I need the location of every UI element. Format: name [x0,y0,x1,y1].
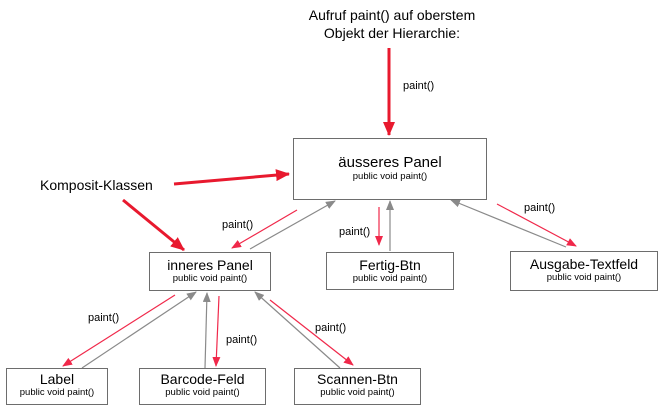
label-box[interactable]: Label public void paint() [6,368,108,405]
scan-button-name: Scannen-Btn [317,371,398,387]
inner-panel-method: public void paint() [172,273,248,285]
inner-to-scan-call [269,299,354,366]
scan-button-method: public void paint() [320,387,395,399]
inner-to-barcode-call [212,295,221,367]
inner-barcode-paint-label: paint() [226,334,258,346]
barcode-field-name: Barcode-Feld [160,371,245,387]
scan-button-box[interactable]: Scannen-Btn public void paint() [294,368,421,405]
barcode-field-box[interactable]: Barcode-Feld public void paint() [139,368,266,405]
outer-panel-name: äusseres Panel [338,154,442,171]
inner-scan-paint-label: paint() [315,322,347,334]
barcode-field-method: public void paint() [165,387,240,399]
inner-panel-name: inneres Panel [167,257,253,273]
done-button-box[interactable]: Fertig-Btn public void paint() [326,252,454,290]
output-textfield-method: public void paint() [546,272,622,284]
inner-label-paint-label: paint() [88,312,120,324]
outer-inner-paint-label: paint() [222,219,254,231]
outer-to-textfield-call [496,203,577,247]
inner-panel-box[interactable]: inneres Panel public void paint() [149,252,271,291]
label-name: Label [39,371,75,387]
outer-to-inner-call [231,209,298,249]
label-to-inner-link [81,291,197,369]
done-button-method: public void paint() [352,273,428,285]
composite-arrow-inner [122,198,185,252]
barcode-to-inner-link [202,292,211,369]
output-textfield-box[interactable]: Ausgabe-Textfeld public void paint() [510,251,658,291]
inner-to-outer-link [249,200,336,250]
composite-arrow-outer [173,169,290,186]
done-button-name: Fertig-Btn [359,257,421,273]
composite-classes-label: Komposit-Klassen [40,177,153,193]
label-method: public void paint() [19,387,95,399]
outer-panel-box[interactable]: äusseres Panel public void paint() [293,138,487,200]
outer-panel-method: public void paint() [352,171,428,183]
textfield-to-outer-link [450,199,567,248]
inner-to-label-call [62,294,176,367]
top-paint-label: paint() [403,80,435,92]
top-call-note: Aufruf paint() auf oberstem Objekt der H… [282,6,502,42]
outer-done-paint-label: paint() [339,226,371,238]
top-call-note-line1: Aufruf paint() auf oberstem [308,7,476,23]
outer-textfield-paint-label: paint() [524,202,556,214]
scan-to-inner-link [254,291,341,369]
top-call-note-line2: Objekt der Hierarchie: [323,25,461,41]
output-textfield-name: Ausgabe-Textfeld [529,256,639,272]
